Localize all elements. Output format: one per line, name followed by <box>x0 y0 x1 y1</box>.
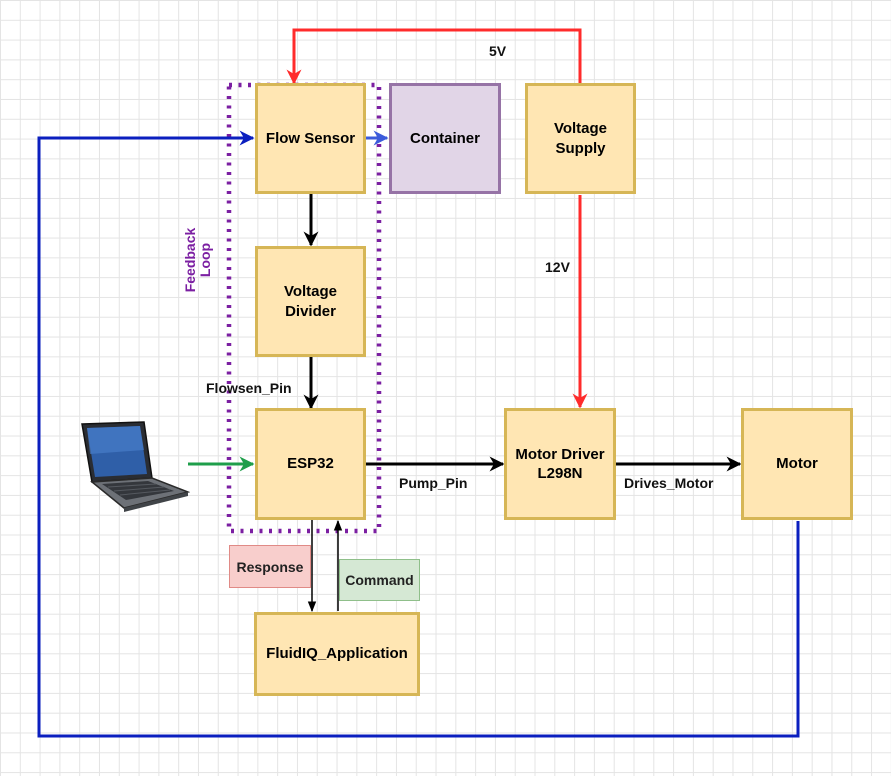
voltage-divider-block[interactable]: Voltage Divider <box>255 246 366 357</box>
label-5v: 5V <box>489 43 507 59</box>
voltage-supply-block[interactable]: Voltage Supply <box>525 83 636 194</box>
voltage-supply-label: Voltage Supply <box>553 120 608 157</box>
esp32-label: ESP32 <box>287 455 334 473</box>
command-tag: Command <box>339 559 420 601</box>
flow-sensor-block[interactable]: Flow Sensor <box>255 83 366 194</box>
esp32-block[interactable]: ESP32 <box>255 408 366 520</box>
water-loop-line <box>37 130 800 738</box>
container-block[interactable]: Container <box>389 83 501 194</box>
label-12v: 12V <box>545 259 570 275</box>
response-tag: Response <box>229 545 311 588</box>
motor-driver-block[interactable]: Motor Driver L298N <box>504 408 616 520</box>
laptop-icon <box>81 421 190 512</box>
feedback-loop-label: Feedback Loop <box>182 227 213 293</box>
voltage-divider-label: Voltage Divider <box>283 283 338 320</box>
motor-label: Motor <box>776 455 818 473</box>
fluidiq-application-block[interactable]: FluidIQ_Application <box>254 612 420 696</box>
label-flowsen-pin: Flowsen_Pin <box>206 380 292 396</box>
power-5v-line <box>286 28 582 85</box>
flow-sensor-label: Flow Sensor <box>265 129 356 147</box>
fluidiq-application-label: FluidIQ_Application <box>266 645 408 663</box>
label-drives-motor: Drives_Motor <box>624 475 714 491</box>
label-pump-pin: Pump_Pin <box>399 475 468 491</box>
feedback-loop-outline <box>226 82 382 534</box>
motor-driver-label: Motor Driver L298N <box>515 445 605 483</box>
container-label: Container <box>409 129 480 147</box>
motor-block[interactable]: Motor <box>741 408 853 520</box>
